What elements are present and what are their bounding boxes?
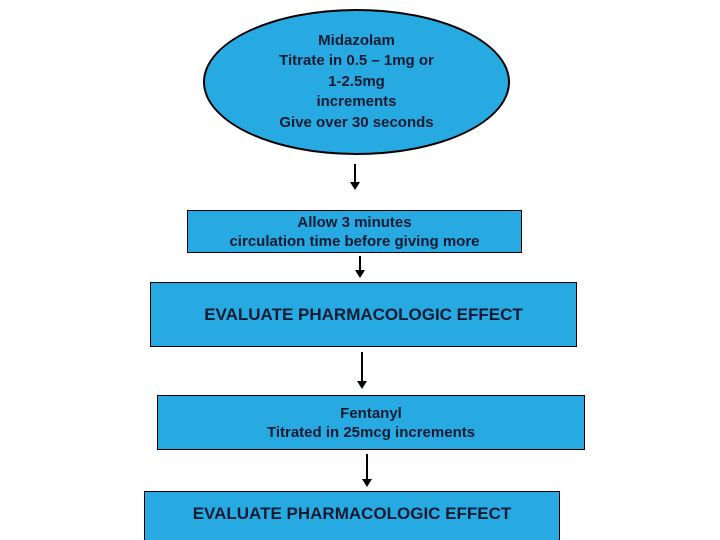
node-fentanyl-line-1: Fentanyl [340,404,402,422]
node-evaluate-effect-2: EVALUATE PHARMACOLOGIC EFFECT [144,491,560,540]
node-evaluate-effect-1-label: EVALUATE PHARMACOLOGIC EFFECT [204,305,523,324]
node-midazolam-line-5: Give over 30 seconds [279,113,434,131]
arrow-stem [359,256,361,270]
down-arrow-icon [362,454,372,487]
node-evaluate-effect-1: EVALUATE PHARMACOLOGIC EFFECT [150,282,577,347]
node-allow-time-line-1: Allow 3 minutes [297,213,412,231]
node-midazolam-line-3: 1-2.5mg [328,72,385,90]
down-arrow-icon [355,256,365,278]
node-fentanyl-line-2: Titrated in 25mcg increments [266,423,476,441]
arrow-head [355,270,365,278]
arrow-head [357,381,367,389]
arrow-stem [366,454,368,479]
arrow-head [350,182,360,190]
down-arrow-icon [357,352,367,389]
node-midazolam: Midazolam Titrate in 0.5 – 1mg or 1-2.5m… [203,9,510,155]
node-midazolam-line-4: increments [316,93,397,111]
node-allow-time: Allow 3 minutes circulation time before … [187,210,522,253]
node-allow-time-line-2: circulation time before giving more [229,232,480,250]
arrow-head [362,479,372,487]
node-midazolam-line-1: Midazolam [318,31,395,49]
down-arrow-icon [350,164,360,190]
arrow-stem [361,352,363,381]
node-evaluate-effect-2-label: EVALUATE PHARMACOLOGIC EFFECT [192,504,512,523]
node-midazolam-line-2: Titrate in 0.5 – 1mg or [279,52,434,70]
node-fentanyl: Fentanyl Titrated in 25mcg increments [157,395,585,450]
arrow-stem [354,164,356,182]
